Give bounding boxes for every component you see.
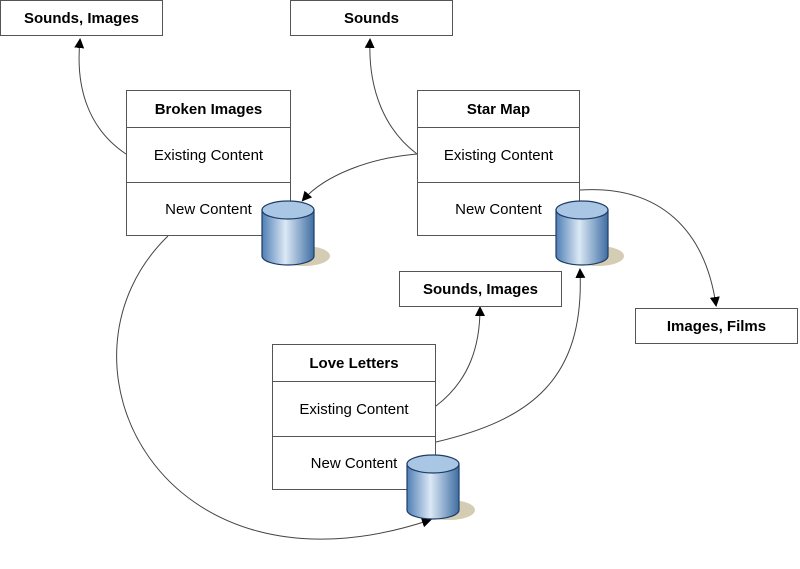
existing-content-section: Existing Content (273, 382, 435, 437)
arrow-starmap-to-sounds (364, 38, 418, 155)
arrow-broken-to-loveletters-db (116, 235, 432, 540)
new-content-section: New Content (165, 201, 252, 218)
panel-title: Love Letters (273, 345, 435, 382)
database-icon-star-map (555, 200, 624, 266)
existing-content-section: Existing Content (127, 128, 290, 183)
database-icon-love-letters (406, 454, 475, 520)
arrow-starmap-to-images-films (579, 189, 720, 307)
output-box-sounds-top: Sounds (290, 0, 453, 36)
panel-title: Broken Images (127, 91, 290, 128)
arrow-broken-to-sounds-images (74, 38, 127, 155)
output-box-images-films: Images, Films (635, 308, 798, 344)
panel-star-map: Star Map Existing Content New Content (417, 90, 580, 236)
output-box-sounds-images-top-left: Sounds, Images (0, 0, 163, 36)
arrow-loveletters-to-starmap-db (435, 268, 586, 443)
new-content-section: New Content (310, 455, 398, 472)
output-box-sounds-images-middle: Sounds, Images (399, 271, 562, 307)
database-icon-broken-images (261, 200, 330, 266)
panel-title: Star Map (418, 91, 579, 128)
arrow-loveletters-to-sounds-images (435, 306, 485, 407)
new-content-section: New Content (455, 201, 542, 218)
arrow-starmap-to-broken-db (301, 153, 418, 202)
existing-content-section: Existing Content (418, 128, 579, 183)
